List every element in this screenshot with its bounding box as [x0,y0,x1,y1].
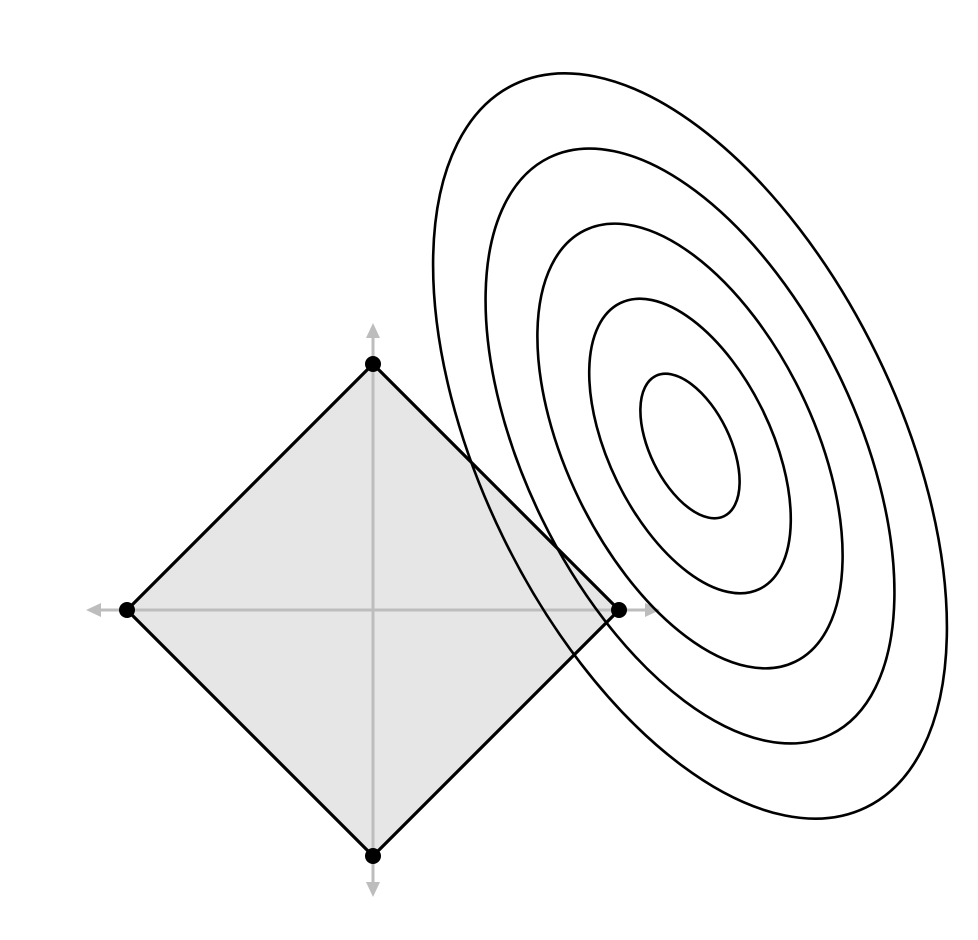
axis-arrow-left-icon [86,603,101,617]
axis-arrow-down-icon [366,882,380,897]
contour-ellipse-2 [587,297,793,595]
axis-arrow-up-icon [366,323,380,338]
vertex-top-point [365,356,381,372]
contour-ellipse-1 [639,372,741,520]
contour-ellipse-5 [431,72,949,820]
axis-arrow-right-icon [645,603,660,617]
contour-lines [431,72,949,820]
contour-ellipse-3 [536,222,844,670]
vertex-bottom-point [365,848,381,864]
contour-ellipse-4 [484,147,896,745]
axes [86,323,660,897]
vertex-right-point [611,602,627,618]
diamond-vertices [119,356,627,864]
vertex-left-point [119,602,135,618]
